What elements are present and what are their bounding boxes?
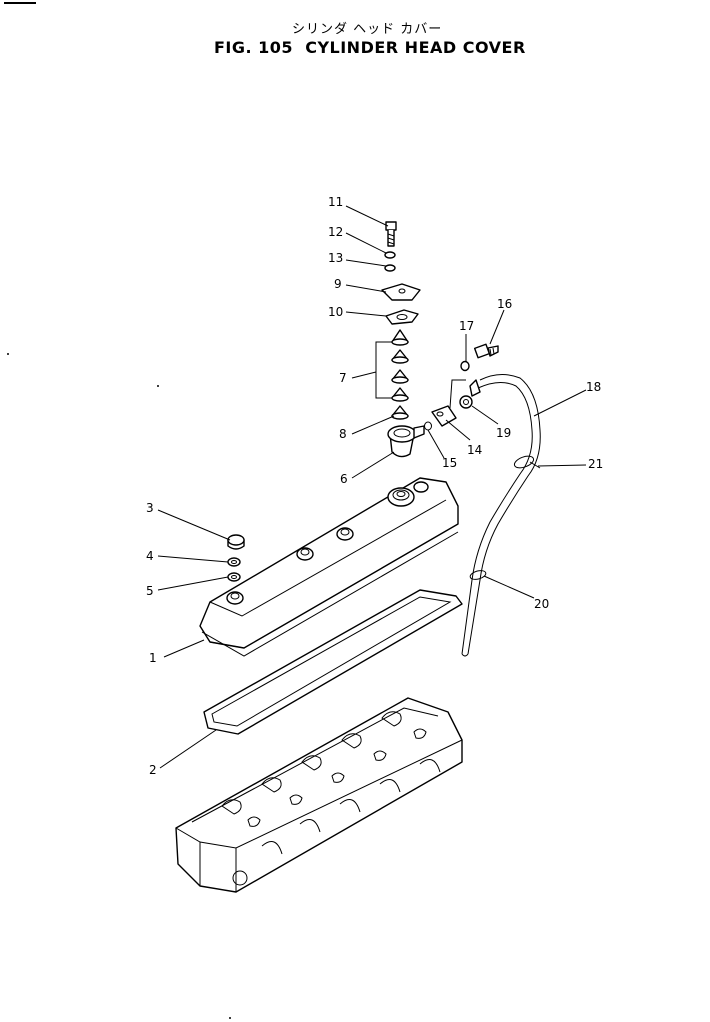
corner-rule: [4, 2, 36, 4]
callout-20: 20: [534, 597, 549, 611]
gasket-part: [203, 589, 463, 735]
callout-14: 14: [467, 443, 482, 457]
breather-element-stack: [391, 329, 409, 420]
hollow-bolt-part: [473, 343, 499, 359]
cap-part: [227, 534, 245, 550]
callout-1: 1: [149, 651, 157, 665]
callout-labels: 1 2 3 4 5 6 7 8 9 10 11 12 13 14 15 16 1…: [146, 195, 603, 777]
connector-part: [431, 405, 457, 427]
callout-16: 16: [497, 297, 512, 311]
breather-tube-part: [461, 374, 541, 657]
callout-8: 8: [339, 427, 347, 441]
lock-washer-part: [384, 264, 396, 272]
callout-7: 7: [339, 371, 347, 385]
callout-11: 11: [328, 195, 343, 209]
callout-5: 5: [146, 584, 154, 598]
cover-plate-part: [381, 283, 421, 301]
gasket-ring-part: [460, 360, 470, 372]
washer-part: [227, 557, 241, 567]
callout-13: 13: [328, 251, 343, 265]
head-cover-part: [199, 477, 459, 657]
washer-small-part: [384, 251, 396, 259]
callout-18: 18: [586, 380, 601, 394]
clip-part: [513, 455, 541, 469]
callout-10: 10: [328, 305, 343, 319]
seal-part: [227, 572, 241, 582]
callout-4: 4: [146, 549, 154, 563]
plate-part: [385, 309, 419, 325]
callout-3: 3: [146, 501, 154, 515]
callout-2: 2: [149, 763, 157, 777]
callout-9: 9: [334, 277, 342, 291]
leader-lines: [157, 205, 587, 769]
callout-21: 21: [588, 457, 603, 471]
callout-17: 17: [459, 319, 474, 333]
cylinder-head-part: [175, 697, 463, 893]
figure-title: FIG. 105 CYLINDER HEAD COVER: [214, 38, 526, 57]
callout-6: 6: [340, 472, 348, 486]
callout-19: 19: [496, 426, 511, 440]
bolt-part: [385, 221, 397, 247]
callout-15: 15: [442, 456, 457, 470]
callout-12: 12: [328, 225, 343, 239]
figure-title-japanese: シリンダ ヘッド カバー: [292, 22, 443, 37]
filler-neck-part: [387, 425, 425, 458]
gasket-ring-lower-part: [459, 395, 473, 409]
tube-clamp-part: [469, 570, 487, 580]
o-ring-part: [424, 421, 432, 431]
scan-specks: [7, 353, 231, 1019]
